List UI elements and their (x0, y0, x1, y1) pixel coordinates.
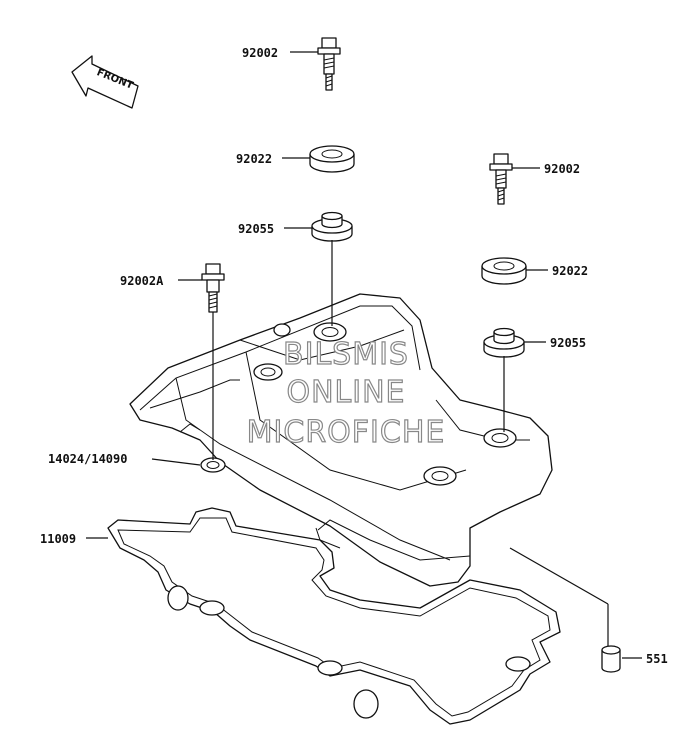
head-cover (129, 293, 553, 587)
grommet-92055-top (311, 211, 353, 242)
callout-551: 551 (646, 652, 668, 666)
callout-92055-top: 92055 (238, 222, 274, 236)
washer-92022-top (309, 145, 355, 173)
watermark-line-1: BILSMIS (283, 337, 409, 372)
callout-92055-right: 92055 (550, 336, 586, 350)
callout-92002-top: 92002 (242, 46, 278, 60)
leader-lines (86, 51, 642, 659)
front-arrow-icon: FRONT (71, 55, 139, 109)
watermark: BILSMIS ONLINE MICROFICHE (246, 336, 446, 450)
callout-92022-top: 92022 (236, 152, 272, 166)
bolt-92002-right (489, 153, 513, 205)
gasket-11009 (107, 507, 561, 725)
washer-92022-right (481, 257, 527, 285)
bolt-92002a (201, 263, 225, 313)
grommet-92055-right (483, 327, 525, 358)
watermark-line-2: ONLINE (286, 375, 405, 410)
callout-14024-14090: 14024/14090 (48, 452, 127, 466)
callout-92002-right: 92002 (544, 162, 580, 176)
callout-92002a: 92002A (120, 274, 164, 288)
callout-92022-right: 92022 (552, 264, 588, 278)
watermark-line-3: MICROFICHE (247, 415, 446, 450)
callout-labels: 92002 92022 92055 92002A 14024/14090 110… (40, 46, 668, 666)
bolt-92002-top (317, 37, 341, 91)
dowel-pin-551 (601, 645, 621, 673)
callout-11009: 11009 (40, 532, 76, 546)
